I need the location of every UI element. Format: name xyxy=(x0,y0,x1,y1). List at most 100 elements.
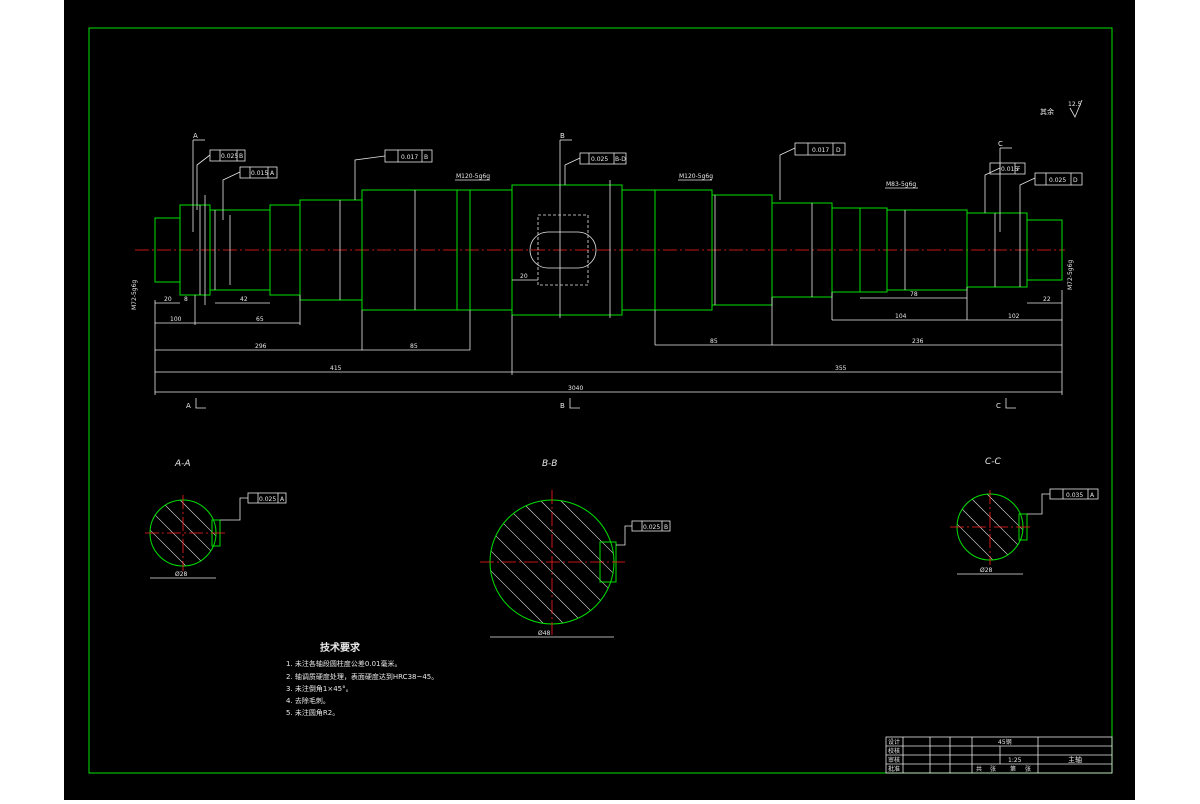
svg-text:0.025: 0.025 xyxy=(1049,177,1066,184)
svg-text:A: A xyxy=(1090,492,1095,499)
svg-text:M83-5g6g: M83-5g6g xyxy=(886,181,916,188)
section-marker-a-bottom: A xyxy=(186,398,206,410)
svg-text:12.5: 12.5 xyxy=(1068,101,1082,108)
tech-requirements-title: 技术要求 xyxy=(320,641,361,654)
tech-requirement-3: 3. 未注倒角1×45°。 xyxy=(286,684,353,693)
shaft-drawing: 其余 12.5 xyxy=(88,27,1113,774)
dimension-lines xyxy=(154,279,1063,395)
dim-right-small-3: 102 xyxy=(1008,313,1020,320)
tolerance-frame-3: 0.017 B xyxy=(384,149,433,163)
section-c-hatch xyxy=(957,494,1023,560)
svg-text:C: C xyxy=(998,140,1003,148)
svg-text:B-D: B-D xyxy=(615,156,626,163)
section-a-hatch xyxy=(150,500,216,566)
svg-text:Ø28: Ø28 xyxy=(175,571,188,578)
dim-left-small-2: 8 xyxy=(184,296,188,303)
tolerance-frame-4: 0.025 B-D xyxy=(579,152,627,165)
svg-text:0.025: 0.025 xyxy=(259,496,276,503)
thread-label-left-end: M72-5g6g xyxy=(131,280,138,310)
svg-text:M120-5g6g: M120-5g6g xyxy=(679,173,713,180)
thread-label-2: M120-5g6g xyxy=(455,173,490,181)
svg-text:B: B xyxy=(664,524,668,531)
svg-text:0.035: 0.035 xyxy=(1066,492,1083,499)
svg-text:0.015: 0.015 xyxy=(251,170,268,177)
title-block-row-3: 审核 xyxy=(888,756,900,764)
dim-right-mid: 85 xyxy=(710,338,718,345)
section-view-c: C-C Ø28 0.035 A xyxy=(950,457,1099,575)
svg-text:B: B xyxy=(560,402,565,410)
leader-lines xyxy=(192,140,1036,318)
sheet-border xyxy=(88,27,1113,774)
thread-label-3: M120-5g6g xyxy=(678,173,713,181)
section-a-title: A-A xyxy=(174,459,191,469)
title-block-material: 45钢 xyxy=(998,738,1012,746)
dim-right-half: 355 xyxy=(835,365,847,372)
svg-text:0.015: 0.015 xyxy=(1001,166,1018,173)
section-marker-b-bottom: B xyxy=(560,398,580,410)
tech-requirement-4: 4. 去除毛刺。 xyxy=(286,696,330,705)
svg-text:A: A xyxy=(280,496,285,503)
title-block-scale: 1:25 xyxy=(1008,757,1022,764)
title-block: 设计 校核 审核 批准 45钢 1:25 主轴 共 张 第 张 xyxy=(885,736,1113,774)
svg-text:B: B xyxy=(424,154,428,161)
dim-left-small-5: 42 xyxy=(240,296,248,303)
svg-text:0.017: 0.017 xyxy=(401,154,418,161)
tech-requirement-5: 5. 未注圆角R2。 xyxy=(286,708,339,717)
dim-left-long: 296 xyxy=(255,343,267,350)
svg-text:C: C xyxy=(996,402,1001,410)
svg-text:D: D xyxy=(836,147,841,154)
shaft-profile xyxy=(154,184,1063,316)
tolerance-frame-1: 0.025 B xyxy=(209,149,246,162)
title-block-bottom-3: 第 xyxy=(1010,765,1016,773)
surface-finish-note: 其余 xyxy=(1040,107,1054,116)
section-view-b: B-B Ø48 xyxy=(480,459,671,638)
svg-text:A: A xyxy=(186,402,191,410)
dim-right-small-4: 22 xyxy=(1043,296,1051,303)
svg-text:0.017: 0.017 xyxy=(812,147,829,154)
dim-keyway: 20 xyxy=(520,273,528,280)
svg-text:Ø48: Ø48 xyxy=(538,630,551,637)
title-block-row-1: 设计 xyxy=(888,738,900,746)
dim-left-small-1: 20 xyxy=(164,296,172,303)
tech-requirements: 技术要求 1. 未注各轴段圆柱度公差0.01毫米。 2. 轴调质硬度处理，表面硬… xyxy=(286,641,438,717)
section-marker-c-top: C xyxy=(998,140,1012,149)
svg-text:0.025: 0.025 xyxy=(221,153,238,160)
svg-text:D: D xyxy=(1073,177,1078,184)
tech-requirement-2: 2. 轴调质硬度处理，表面硬度达到HRC38~45。 xyxy=(286,672,438,681)
dim-left-small-4: 65 xyxy=(256,316,264,323)
dim-left-half: 415 xyxy=(330,365,342,372)
tolerance-frame-6: 0.015 F xyxy=(989,162,1026,175)
tech-requirement-1: 1. 未注各轴段圆柱度公差0.01毫米。 xyxy=(286,659,402,668)
svg-text:F: F xyxy=(1017,166,1021,173)
section-b-hatch xyxy=(490,500,614,624)
dim-right-small-2: 78 xyxy=(910,291,918,298)
dim-right-small-1: 104 xyxy=(895,313,907,320)
svg-text:A: A xyxy=(193,132,198,140)
section-marker-c-bottom: C xyxy=(996,398,1016,410)
title-block-bottom-4: 张 xyxy=(1025,765,1031,773)
svg-text:B: B xyxy=(239,153,243,160)
title-block-part-name: 主轴 xyxy=(1068,755,1082,764)
title-block-row-4: 批准 xyxy=(888,765,900,773)
section-c-title: C-C xyxy=(985,457,1002,467)
surface-finish-symbol: 12.5 xyxy=(1068,99,1083,118)
title-block-bottom-1: 共 xyxy=(976,765,982,773)
svg-text:B: B xyxy=(560,132,565,140)
dim-right-long: 236 xyxy=(912,338,924,345)
section-marker-b-top: B xyxy=(560,132,572,141)
section-b-title: B-B xyxy=(542,459,557,469)
svg-text:0.025: 0.025 xyxy=(591,156,608,163)
dim-overall: 3040 xyxy=(568,385,583,392)
shaft-detail-lines xyxy=(199,180,1021,318)
section-marker-a-top: A xyxy=(193,132,205,141)
title-block-row-2: 校核 xyxy=(888,747,900,755)
tolerance-frame-7: 0.025 D xyxy=(1034,172,1083,186)
dim-left-mid: 85 xyxy=(410,343,418,350)
tolerance-frame-5: 0.017 D xyxy=(794,142,846,156)
thread-label-right-end: M72-5g6g xyxy=(1067,260,1074,290)
svg-text:M120-5g6g: M120-5g6g xyxy=(456,173,490,180)
title-block-bottom-2: 张 xyxy=(990,765,996,773)
cad-drawing-canvas: 其余 12.5 xyxy=(64,0,1135,800)
thread-label-4: M83-5g6g xyxy=(885,181,918,189)
